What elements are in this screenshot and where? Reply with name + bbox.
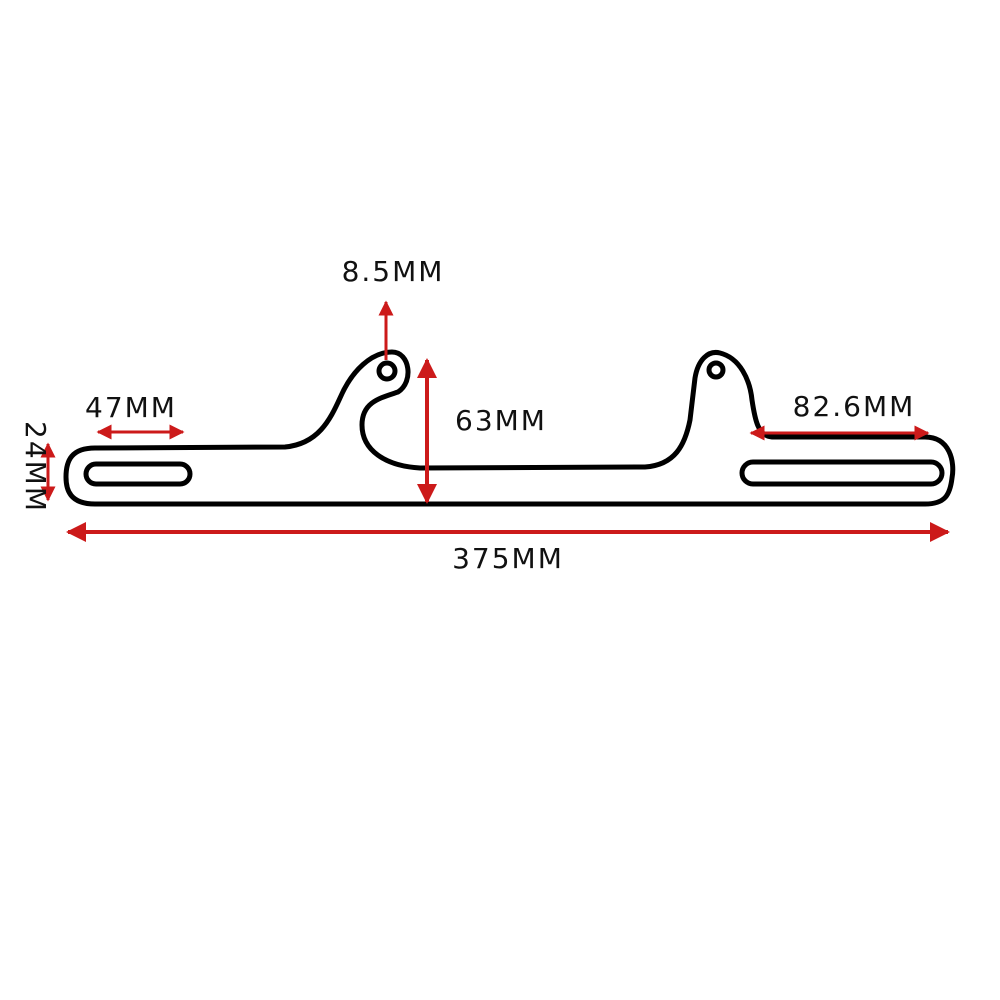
left-hook-hole <box>376 360 398 382</box>
hole-diameter-label: 8.5MM <box>342 255 445 288</box>
left-slot-length-label: 47MM <box>85 391 177 424</box>
strip-width-label: 24MM <box>19 421 52 513</box>
dimension-arrows <box>40 300 950 542</box>
right-mounting-slot <box>739 459 945 487</box>
bracket-body <box>63 349 956 507</box>
left-mounting-slot <box>83 461 193 487</box>
right-slot-length-label: 82.6MM <box>793 390 916 423</box>
dimension-labels: 8.5MM 47MM 63MM 82.6MM 24MM 375MM <box>19 255 916 575</box>
total-length-label: 375MM <box>452 542 564 575</box>
bracket-outline <box>63 349 956 507</box>
height-label: 63MM <box>455 404 547 437</box>
right-hook-hole <box>706 360 726 380</box>
